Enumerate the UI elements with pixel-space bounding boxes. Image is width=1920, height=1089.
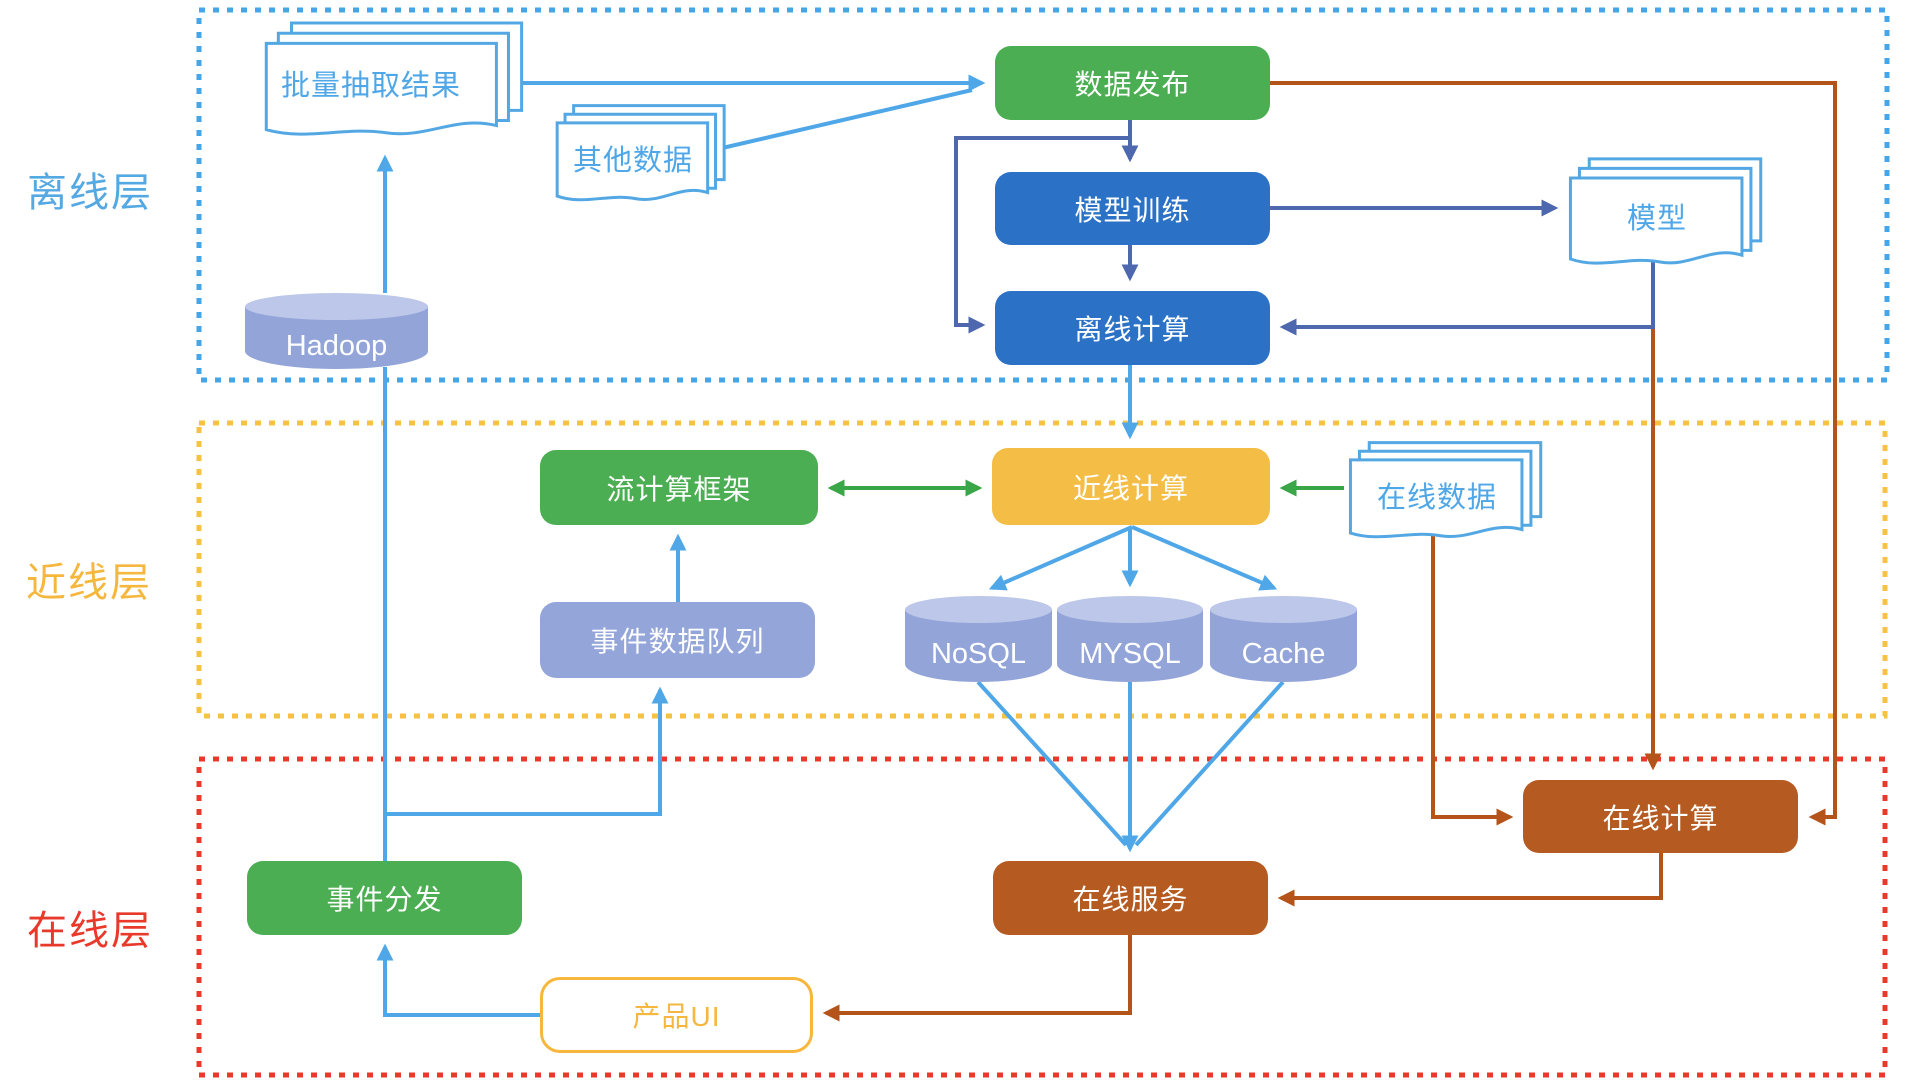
cache-cylinder-top [1210, 596, 1357, 623]
line-other-data-to-publish [704, 88, 973, 154]
node-online-service: 在线服务 [993, 861, 1268, 935]
document-stack-icon [1568, 156, 1764, 280]
node-stream-framework: 流计算框架 [540, 450, 818, 525]
node-offline-compute: 离线计算 [995, 291, 1270, 365]
node-model-training: 模型训练 [995, 172, 1270, 245]
mysql-label: MYSQL [1079, 637, 1181, 670]
node-data-publish: 数据发布 [995, 46, 1270, 120]
doc-model: 模型 [1568, 156, 1764, 280]
doc-batch-results: 批量抽取结果 [263, 20, 526, 152]
node-product-ui: 产品UI [540, 977, 813, 1053]
line-cache-to-service [1134, 680, 1285, 847]
node-event-queue: 事件数据队列 [540, 602, 815, 678]
arrow-online-data-to-online-compute [1431, 530, 1514, 826]
document-stack-icon [555, 103, 727, 215]
document-stack-icon [1348, 440, 1544, 552]
nearline-layer-label: 近线层 [26, 561, 152, 605]
offline-layer-frame [196, 7, 1890, 383]
arrow-publish-to-offline-compute [954, 136, 1130, 334]
arrow-publish-to-online-compute [1270, 81, 1837, 826]
hadoop-label: Hadoop [285, 329, 388, 362]
cache-cylinder: Cache [1210, 596, 1357, 682]
cache-label: Cache [1241, 637, 1326, 670]
nearline-layer-frame [196, 420, 1888, 719]
mysql-cylinder-top [1057, 596, 1203, 623]
line-nosql-to-service [976, 680, 1128, 847]
document-stack-icon [263, 20, 526, 152]
doc-model-label: 模型 [1626, 203, 1687, 235]
arrow-dispatch-to-event-queue [385, 686, 669, 816]
online-layer-frame [196, 756, 1888, 1078]
node-online-compute: 在线计算 [1523, 780, 1798, 853]
arrow-model-to-offline-compute [1279, 256, 1655, 336]
mysql-cylinder: MYSQL [1057, 596, 1203, 682]
offline-layer-label: 离线层 [27, 171, 153, 215]
doc-other-data-label: 其他数据 [572, 145, 693, 177]
online-layer-label: 在线层 [27, 909, 153, 953]
arrow-online-compute-to-online-service [1277, 853, 1663, 907]
hadoop-cylinder: Hadoop [245, 293, 428, 369]
arrow-nearline-to-cache [1131, 525, 1278, 591]
nosql-label: NoSQL [930, 637, 1027, 670]
arrow-online-service-to-product-ui [822, 935, 1132, 1022]
doc-online-data-label: 在线数据 [1376, 482, 1497, 514]
nosql-cylinder-top [905, 596, 1052, 623]
node-nearline-compute: 近线计算 [992, 448, 1270, 525]
hadoop-cylinder-top [245, 293, 428, 320]
arrow-product-ui-to-dispatch [376, 943, 540, 1017]
node-event-dispatch: 事件分发 [247, 861, 522, 935]
arrow-nearline-to-nosql [988, 525, 1133, 591]
doc-online-data: 在线数据 [1348, 440, 1544, 552]
doc-batch-results-label: 批量抽取结果 [280, 70, 461, 102]
nosql-cylinder: NoSQL [905, 596, 1052, 682]
doc-other-data: 其他数据 [555, 103, 727, 215]
